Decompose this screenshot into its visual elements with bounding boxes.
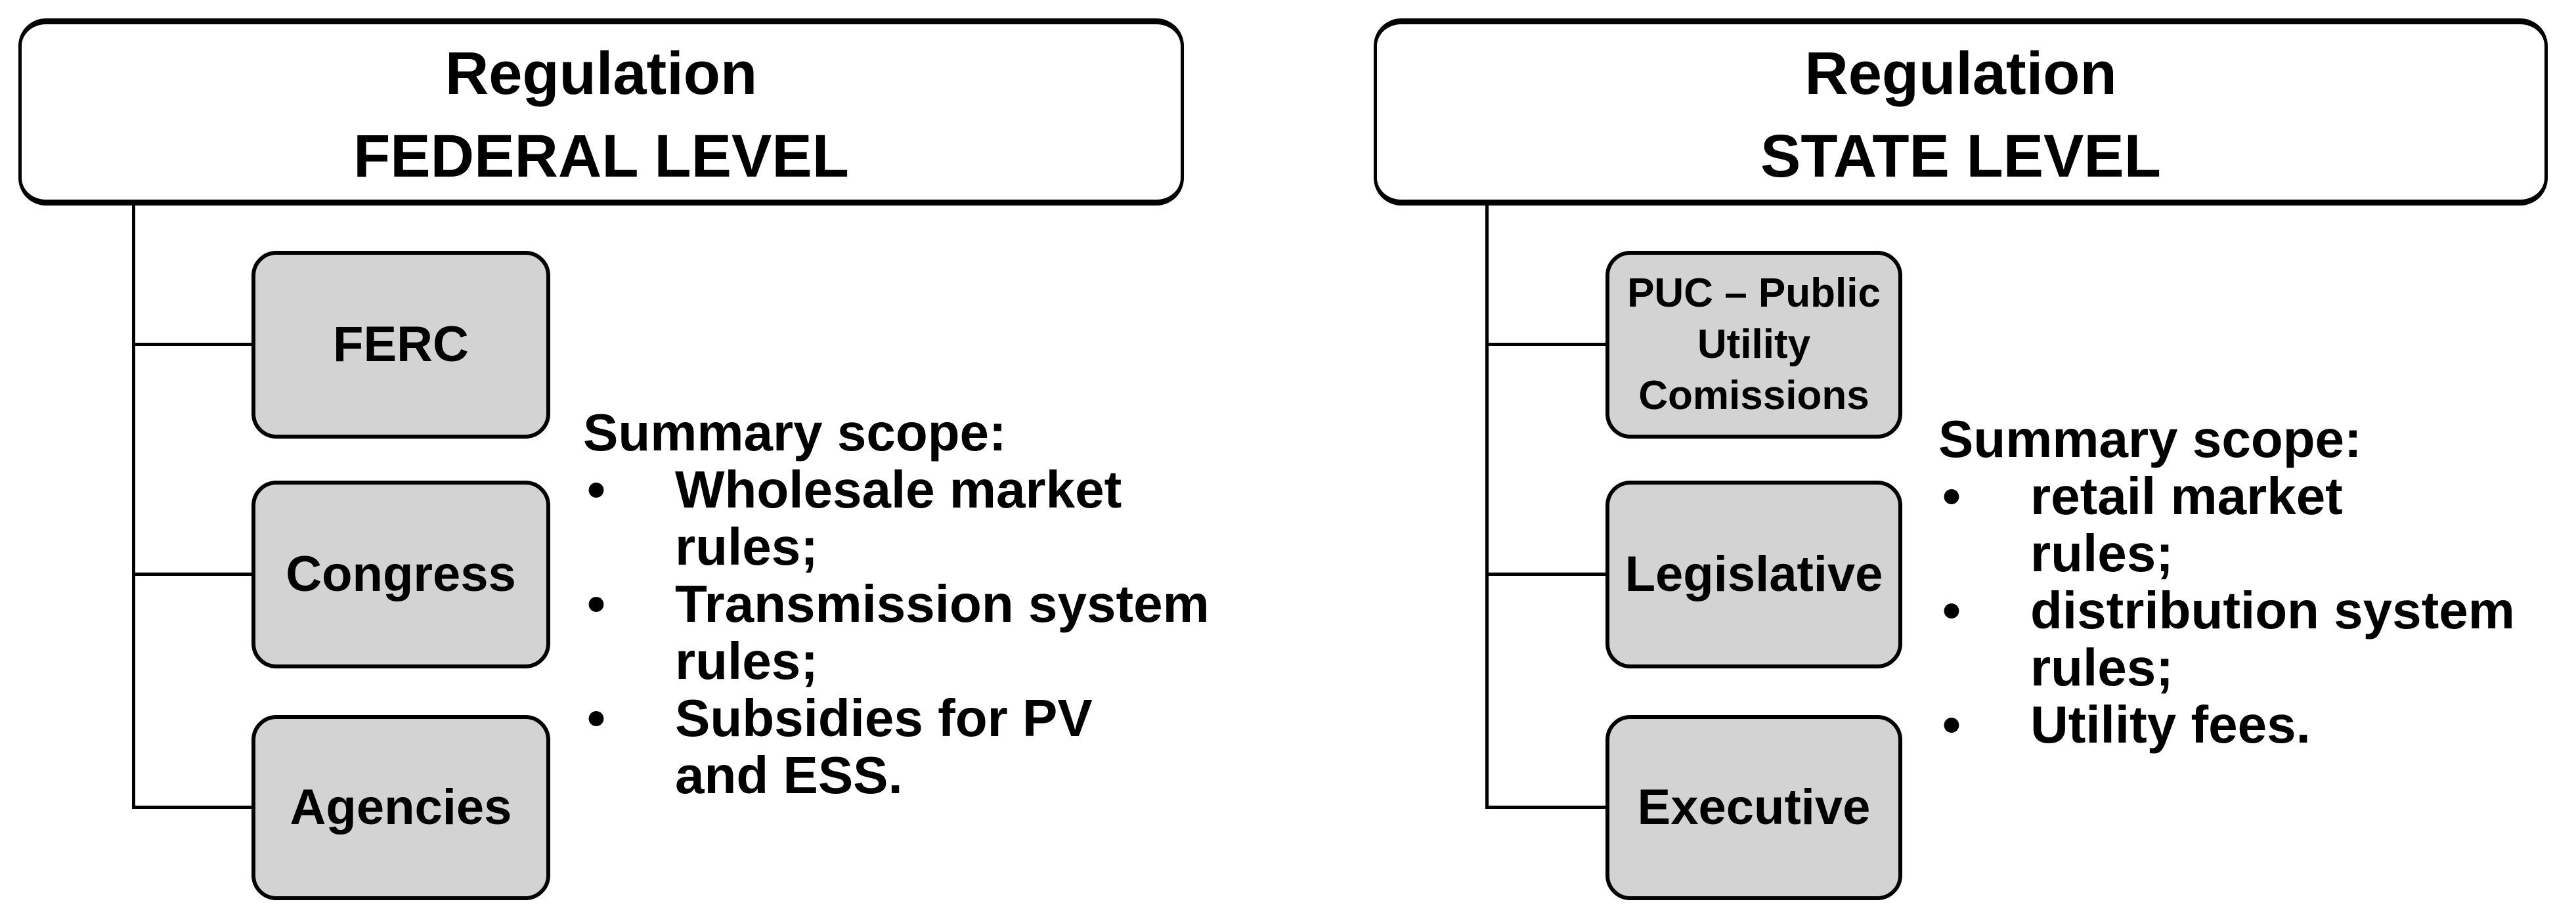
federal-summary-item: • Transmission system rules; — [583, 575, 1210, 689]
state-summary-item-1-line-1: retail market — [2030, 467, 2343, 525]
state-summary-item-2-line-2: rules; — [2030, 638, 2173, 697]
federal-connector-trunk — [132, 204, 135, 809]
federal-header-subtitle: FEDERAL LEVEL — [353, 122, 849, 190]
state-summary-item-1-line-2: rules; — [2030, 524, 2173, 582]
state-connector-branch-legislative — [1485, 573, 1605, 576]
state-connector-branch-puc — [1485, 343, 1605, 346]
federal-summary-item-3-line-1: Subsidies for PV — [675, 689, 1093, 747]
state-connector-branch-executive — [1485, 806, 1605, 809]
bullet-icon: • — [587, 460, 606, 519]
node-agencies: Agencies — [251, 715, 550, 900]
node-puc-label-line-1: PUC – Public — [1627, 271, 1881, 316]
state-summary-item: • distribution system rules; — [1938, 582, 2515, 696]
federal-summary-title: Summary scope: — [583, 403, 1007, 462]
node-executive-label: Executive — [1637, 779, 1871, 836]
state-summary-item: • retail market rules; — [1938, 467, 2515, 582]
federal-summary: Summary scope: • Wholesale market rules;… — [583, 404, 1210, 804]
federal-summary-item-2-line-1: Transmission system — [675, 575, 1210, 633]
state-header-box: Regulation STATE LEVEL — [1374, 18, 2548, 206]
state-header-title: Regulation — [1804, 39, 2117, 107]
federal-summary-item-2-line-2: rules; — [675, 632, 818, 690]
federal-summary-item-1-line-1: Wholesale market — [675, 460, 1122, 519]
federal-connector-branch-ferc — [132, 343, 251, 346]
node-congress-label: Congress — [286, 546, 516, 603]
node-ferc: FERC — [251, 251, 550, 439]
state-summary-title: Summary scope: — [1938, 410, 2362, 468]
bullet-icon: • — [1942, 695, 1961, 754]
federal-header-title: Regulation — [445, 39, 758, 107]
node-agencies-label: Agencies — [290, 779, 512, 836]
federal-connector-branch-agencies — [132, 806, 251, 809]
federal-summary-item-3-line-2: and ESS. — [675, 746, 903, 804]
bullet-icon: • — [587, 575, 606, 633]
federal-summary-item-1-line-2: rules; — [675, 517, 818, 576]
state-summary-item: • Utility fees. — [1938, 696, 2515, 753]
bullet-icon: • — [1942, 467, 1961, 525]
state-connector-trunk — [1485, 204, 1489, 809]
federal-connector-branch-congress — [132, 573, 251, 576]
node-executive: Executive — [1605, 715, 1902, 900]
node-legislative: Legislative — [1605, 481, 1902, 668]
node-congress: Congress — [251, 481, 550, 668]
bullet-icon: • — [1942, 581, 1961, 640]
state-summary-item-2-line-1: distribution system — [2030, 581, 2515, 640]
node-puc-label-line-3: Comissions — [1638, 373, 1869, 418]
federal-header-box: Regulation FEDERAL LEVEL — [18, 18, 1184, 206]
bullet-icon: • — [587, 689, 606, 747]
state-header-subtitle: STATE LEVEL — [1760, 122, 2161, 190]
state-summary-item-3-line-1: Utility fees. — [2030, 695, 2311, 754]
state-summary: Summary scope: • retail market rules; • … — [1938, 410, 2515, 753]
node-puc: PUC – Public Utility Comissions — [1605, 251, 1902, 439]
node-ferc-label: FERC — [333, 316, 469, 373]
node-puc-label-line-2: Utility — [1697, 322, 1811, 367]
federal-summary-item: • Subsidies for PV and ESS. — [583, 689, 1210, 804]
federal-summary-item: • Wholesale market rules; — [583, 461, 1210, 575]
node-legislative-label: Legislative — [1625, 546, 1883, 603]
